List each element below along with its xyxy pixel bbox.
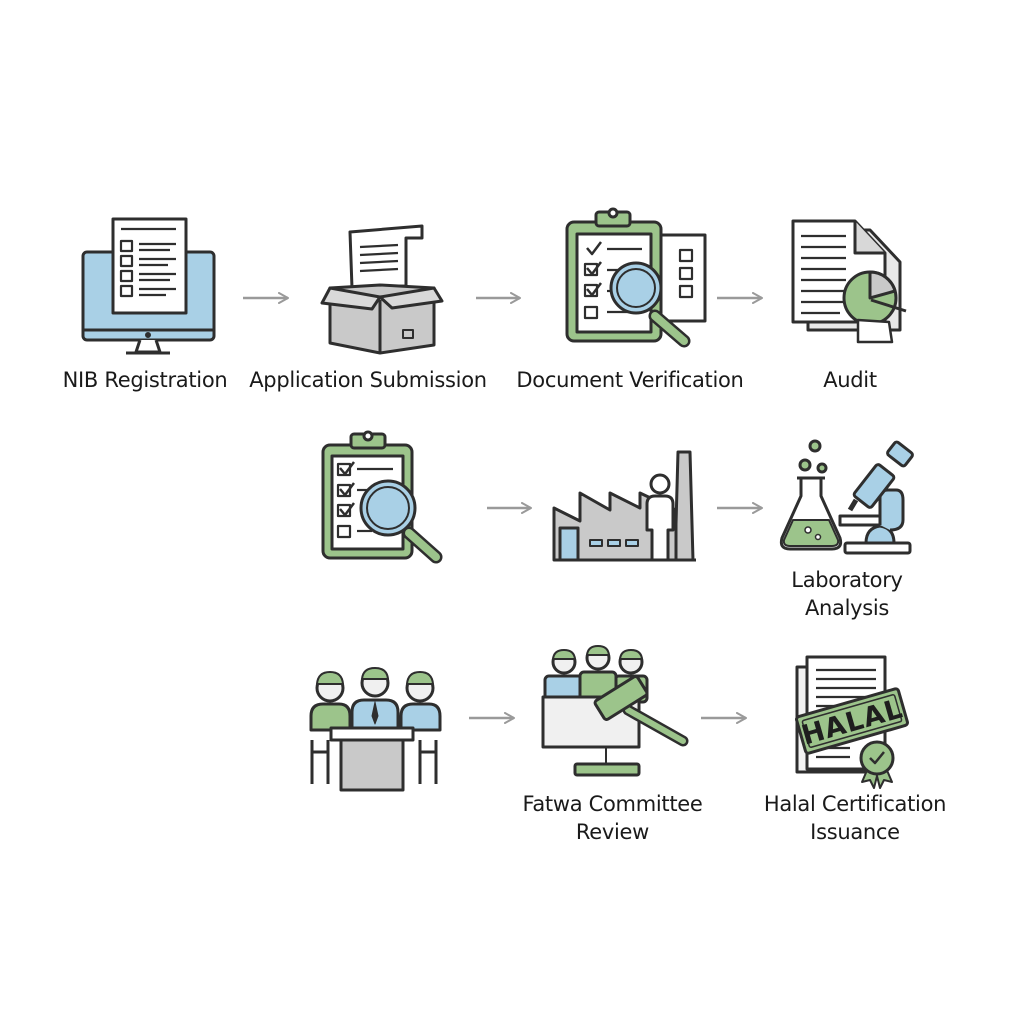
step-label-audit: Audit (823, 368, 877, 392)
step-label-application-submission: Application Submission (249, 368, 487, 392)
clipboard-magnifier-icon (565, 207, 707, 348)
factory-worker-icon (552, 450, 696, 562)
gavel-committee-icon (541, 645, 689, 777)
flask-microscope-icon (779, 439, 914, 555)
computer-form-icon (81, 217, 216, 355)
step-label-nib-registration: NIB Registration (62, 368, 228, 392)
halal-certificate-icon: HALAL (795, 655, 909, 789)
document-chart-icon (791, 219, 907, 344)
committee-meeting-icon (309, 667, 442, 792)
step-label-document-verification: Document Verification (516, 368, 744, 392)
flow-arrows (243, 292, 763, 724)
step-label-laboratory-analysis: Laboratory Analysis (791, 568, 903, 620)
box-document-icon (320, 224, 444, 355)
step-label-fatwa-committee-review: Fatwa Committee Review (522, 792, 703, 844)
step-label-halal-certification-issuance: Halal Certification Issuance (763, 792, 947, 844)
clipboard-checklist-magnifier-icon (321, 430, 443, 564)
